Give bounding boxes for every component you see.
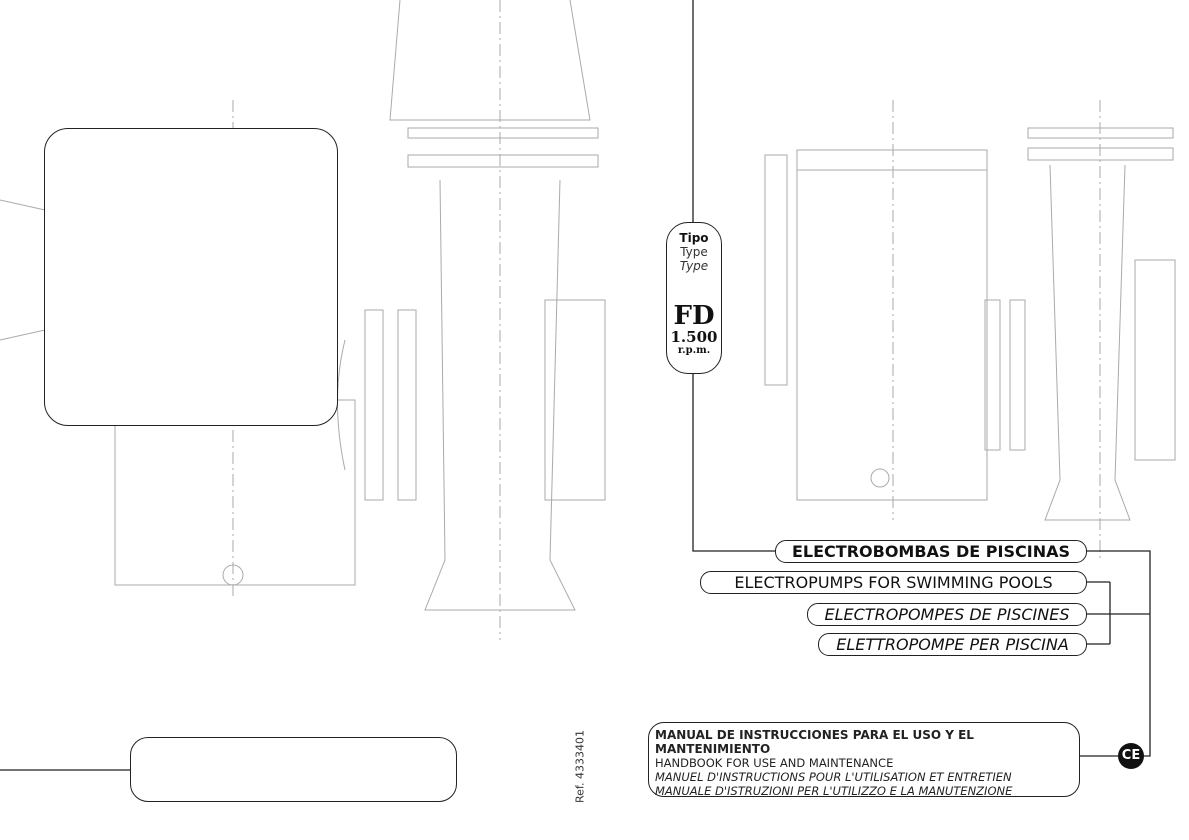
- speed-unit: r.p.m.: [677, 345, 711, 356]
- manual-title-en: HANDBOOK FOR USE AND MAINTENANCE: [655, 756, 894, 770]
- ce-mark-icon: CE: [1118, 743, 1144, 769]
- manual-title-fr: MANUEL D'INSTRUCTIONS POUR L'UTILISATION…: [655, 770, 1012, 784]
- title-fr: ELECTROPOMPES DE PISCINES: [807, 603, 1087, 626]
- blank-stamp-area: [130, 737, 457, 802]
- title-es: ELECTROBOMBAS DE PISCINAS: [775, 540, 1087, 563]
- type-label-es: Tipo: [679, 231, 709, 245]
- motor-outline: [114, 399, 356, 586]
- type-box: Tipo Type Type FD 1.500 r.p.m.: [666, 222, 722, 374]
- manual-title-it: MANUALE D'ISTRUZIONI PER L'UTILIZZO E LA…: [655, 784, 1013, 798]
- type-label-fr: Type: [679, 259, 709, 273]
- manual-title-es: MANUAL DE INSTRUCCIONES PARA EL USO Y EL…: [655, 728, 974, 756]
- speed-value: 1.500: [670, 328, 718, 346]
- model-name: FD: [673, 301, 715, 331]
- filter-body: [796, 149, 988, 501]
- reference-number: Ref. 4333401: [573, 730, 587, 803]
- blank-label-area: [44, 128, 338, 426]
- type-label-en: Type: [680, 245, 708, 259]
- manual-title-box: MANUAL DE INSTRUCCIONES PARA EL USO Y EL…: [648, 722, 1080, 798]
- title-en: ELECTROPUMPS FOR SWIMMING POOLS: [700, 571, 1087, 594]
- drain-plug: [222, 564, 244, 586]
- title-it: ELETTROPOMPE PER PISCINA: [818, 633, 1087, 656]
